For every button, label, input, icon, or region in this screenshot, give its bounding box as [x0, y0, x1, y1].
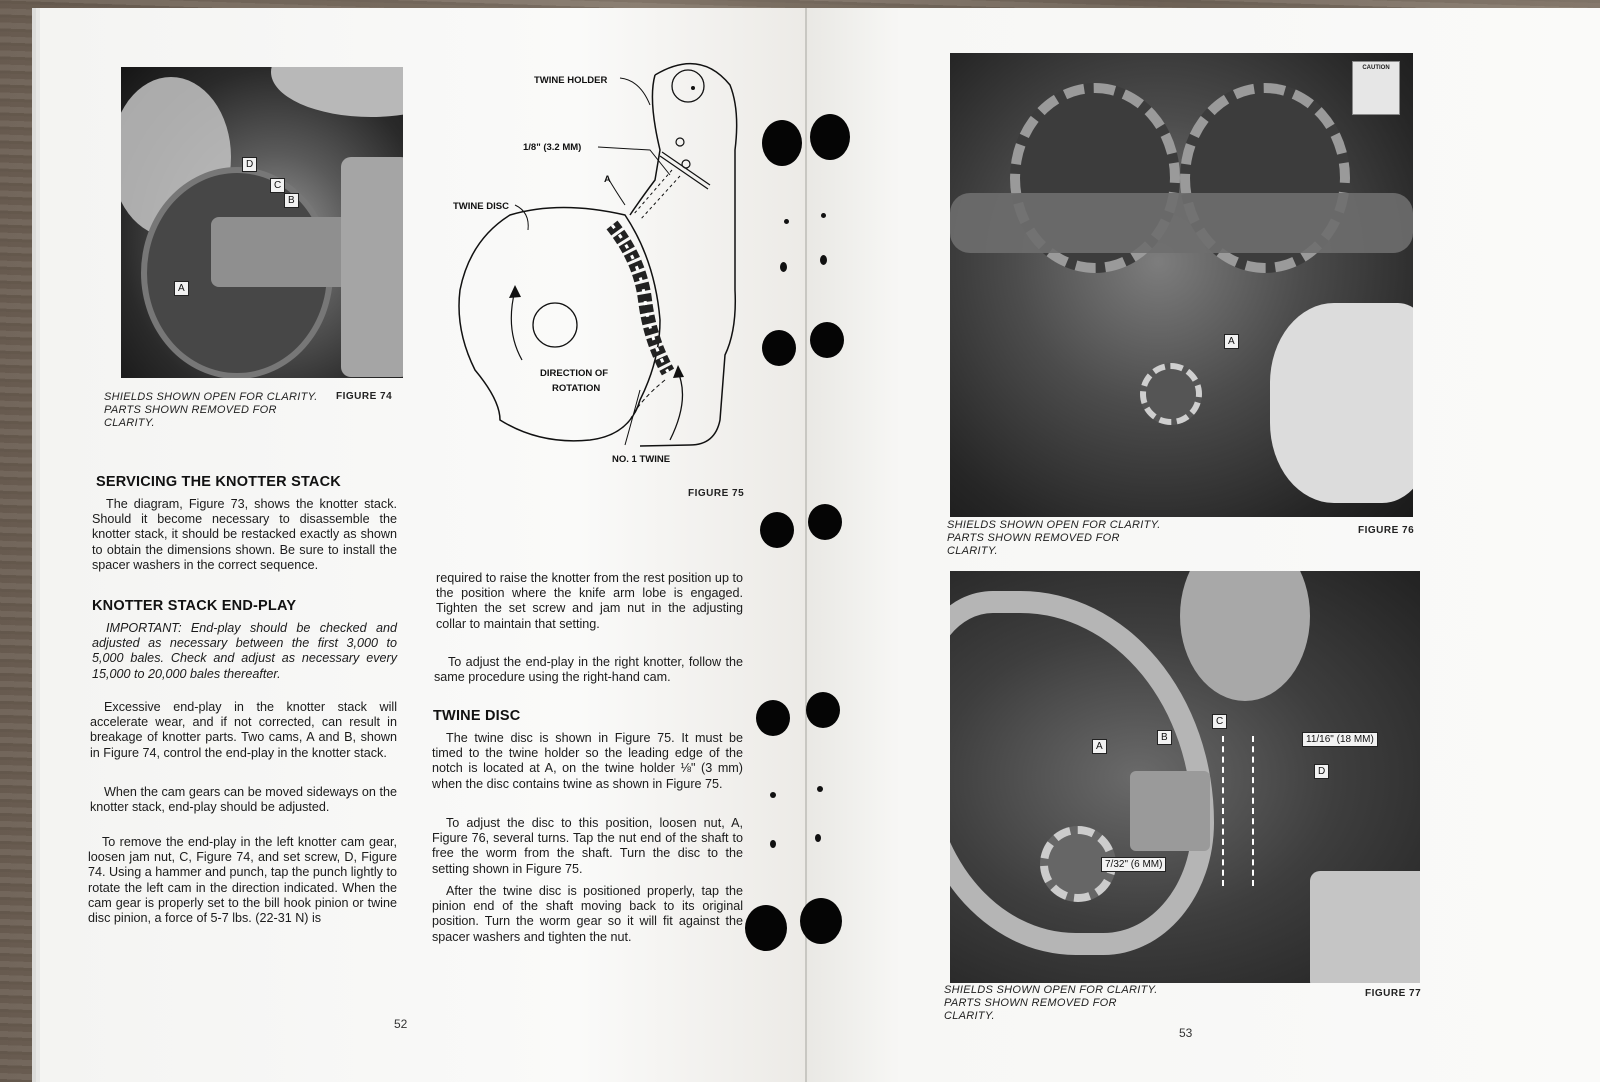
para-remove-endplay: To remove the end-play in the left knott… [88, 835, 397, 926]
figure-74-label: FIGURE 74 [336, 391, 393, 402]
fig75-label-dimension: 1/8" (3.2 MM) [523, 142, 581, 153]
page-number-right: 53 [1179, 1026, 1193, 1040]
figure-76-photo: CAUTION [950, 53, 1413, 517]
binding-pin-hole [784, 219, 789, 224]
binding-hole [762, 330, 796, 366]
page-number-left: 52 [394, 1017, 408, 1031]
fig77-callout-c: C [1212, 714, 1228, 729]
para-twine-disc: The twine disc is shown in Figure 75. It… [432, 731, 743, 791]
fig74-callout-b: B [284, 193, 299, 208]
binding-hole [762, 120, 802, 166]
heading-servicing-knotter-stack: SERVICING THE KNOTTER STACK [96, 474, 341, 490]
fig77-dimension-bottom: 7/32" (6 MM) [1101, 857, 1167, 872]
heading-twine-disc: TWINE DISC [433, 708, 521, 724]
fig77-dimension-top: 11/16" (18 MM) [1302, 732, 1378, 747]
binding-pin-hole [815, 834, 821, 842]
fig75-label-twine-holder: TWINE HOLDER [534, 75, 607, 86]
figure-77-label: FIGURE 77 [1365, 988, 1422, 999]
binding-pin-hole [817, 786, 823, 792]
binding-hole [756, 700, 790, 736]
figure-74-photo [121, 67, 403, 378]
fig77-callout-b: B [1157, 730, 1172, 745]
binding-hole [760, 512, 794, 548]
caution-sticker-label: CAUTION [1362, 65, 1390, 71]
fig74-callout-a: A [174, 281, 189, 296]
fig77-callout-d: D [1314, 764, 1330, 779]
para-adjust-disc: To adjust the disc to this position, loo… [432, 816, 743, 876]
fig74-callout-c: C [270, 178, 286, 193]
figure-75-diagram: TWINE HOLDER 1/8" (3.2 MM) A TWINE DISC … [453, 62, 738, 465]
figure-77-caption: SHIELDS SHOWN OPEN FOR CLARITY. PARTS SH… [944, 984, 1158, 1022]
para-right-knotter: To adjust the end-play in the right knot… [434, 655, 743, 685]
binding-pin-hole [770, 840, 776, 848]
fig74-callout-d: D [242, 157, 258, 172]
para-excessive-endplay: Excessive end-play in the knotter stack … [90, 700, 397, 760]
fig77-callout-a: A [1092, 739, 1107, 754]
binding-pin-hole [780, 262, 787, 272]
binding-hole [810, 114, 850, 160]
binding-pin-hole [820, 255, 827, 265]
binding-hole [806, 692, 840, 728]
binding-pin-hole [821, 213, 826, 218]
para-important: IMPORTANT: End-play should be checked an… [92, 621, 397, 681]
binding-hole [810, 322, 844, 358]
para-servicing: The diagram, Figure 73, shows the knotte… [92, 497, 397, 572]
fig75-label-twine-disc: TWINE DISC [453, 201, 509, 212]
binding-hole [745, 905, 787, 951]
para-required: required to raise the knotter from the r… [436, 571, 743, 631]
fig75-label-twine: NO. 1 TWINE [612, 454, 670, 465]
figure-74-caption: SHIELDS SHOWN OPEN FOR CLARITY. PARTS SH… [104, 391, 318, 429]
figure-76-label: FIGURE 76 [1358, 525, 1415, 536]
figure-76-caption: SHIELDS SHOWN OPEN FOR CLARITY. PARTS SH… [947, 519, 1161, 557]
para-cam-gears: When the cam gears can be moved sideways… [90, 785, 397, 815]
figure-75-label: FIGURE 75 [688, 488, 745, 499]
binding-hole [808, 504, 842, 540]
binding-hole [800, 898, 842, 944]
heading-knotter-endplay: KNOTTER STACK END-PLAY [92, 598, 297, 614]
figure-77-photo [950, 571, 1420, 983]
book-spine [805, 8, 807, 1082]
para-after-positioned: After the twine disc is positioned prope… [432, 884, 743, 944]
fig75-label-direction: DIRECTION OF [540, 368, 608, 379]
fig75-label-rotation: ROTATION [552, 383, 600, 394]
binding-pin-hole [770, 792, 776, 798]
fig75-label-a: A [604, 174, 611, 185]
fig76-callout-a: A [1224, 334, 1239, 349]
